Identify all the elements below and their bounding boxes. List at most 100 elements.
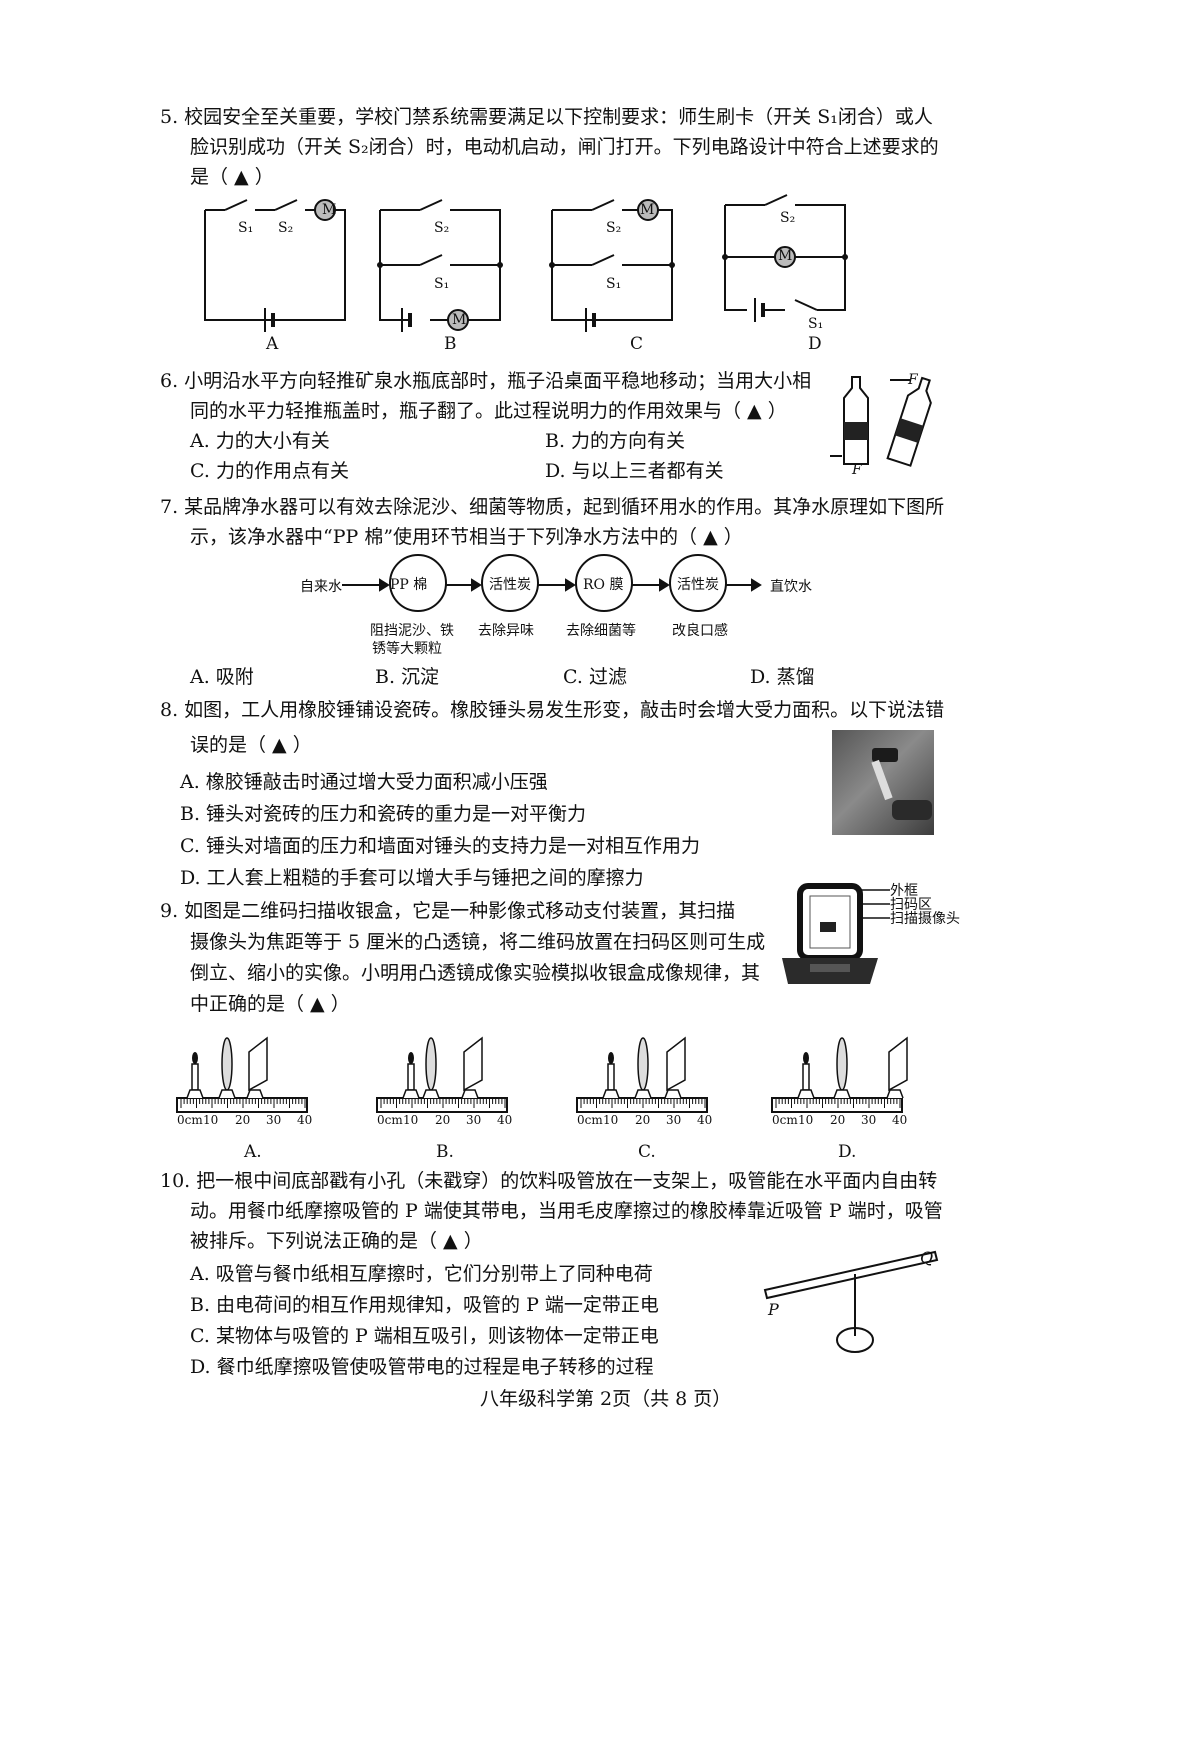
optical-bench-b: [376, 1036, 508, 1113]
bench-c-label: C.: [638, 1142, 656, 1162]
optical-bench-c: [576, 1036, 708, 1113]
q6-line2: 同的水平力轻推瓶盖时，瓶子翻了。此过程说明力的作用效果与（ ▲ ）: [190, 400, 787, 422]
ruler-b-10: 10: [403, 1113, 419, 1127]
purifier-note-4: 改良口感: [672, 623, 728, 639]
force-label-bottom: F: [852, 462, 862, 478]
q7-option-b: B. 沉淀: [375, 666, 440, 688]
purifier-input: 自来水: [300, 579, 342, 595]
q7-option-a: A. 吸附: [190, 666, 254, 688]
ruler-d-0: 0cm: [772, 1113, 798, 1127]
q8-option-a: A. 橡胶锤敲击时通过增大受力面积减小压强: [180, 771, 548, 793]
q10-option-a: A. 吸管与餐巾纸相互摩擦时，它们分别带上了同种电荷: [190, 1263, 653, 1285]
purifier-output: 直饮水: [770, 579, 812, 595]
bench-a-label: A.: [244, 1142, 262, 1162]
page-footer: 八年级科学第 2页（共 8 页）: [480, 1388, 732, 1410]
circuit-d: [722, 194, 848, 322]
q9-line2: 摄像头为焦距等于 5 厘米的凸透镜，将二维码放置在扫码区则可生成: [190, 931, 766, 953]
circuit-a-s1: S₁: [238, 220, 254, 236]
straw-end-p: P: [768, 1300, 779, 1319]
ruler-a-30: 30: [266, 1113, 282, 1127]
ruler-a-10: 10: [203, 1113, 219, 1127]
q8-line2: 误的是（ ▲ ）: [190, 734, 312, 756]
straw-end-q: Q: [920, 1248, 934, 1267]
circuit-b-s2: S₂: [434, 220, 450, 236]
qr-callout-camera: 扫描摄像头: [890, 911, 960, 927]
ruler-c-0: 0cm: [577, 1113, 603, 1127]
q6-option-d: D. 与以上三者都有关: [545, 460, 724, 482]
q6-option-a: A. 力的大小有关: [190, 430, 330, 452]
circuit-d-s1: S₁: [808, 316, 824, 332]
q10-option-b: B. 由电荷间的相互作用规律知，吸管的 P 端一定带正电: [190, 1294, 659, 1316]
purifier-note-3: 去除细菌等: [566, 623, 636, 639]
purifier-stage-3: RO 膜: [583, 577, 624, 593]
ruler-a-0: 0cm: [177, 1113, 203, 1127]
q10-option-d: D. 餐巾纸摩擦吸管使吸管带电的过程是电子转移的过程: [190, 1356, 654, 1378]
circuit-b-label: B: [444, 334, 457, 354]
qr-callout-lines: [860, 889, 890, 919]
bench-d-label: D.: [838, 1142, 857, 1162]
circuit-c-motor: M: [640, 202, 655, 218]
q6-option-b: B. 力的方向有关: [545, 430, 686, 452]
ruler-b-30: 30: [466, 1113, 482, 1127]
ruler-c-10: 10: [603, 1113, 619, 1127]
q6-option-c: C. 力的作用点有关: [190, 460, 349, 482]
q7-option-c: C. 过滤: [563, 666, 627, 688]
ruler-a-40: 40: [297, 1113, 313, 1127]
q5-line2: 脸识别成功（开关 S₂闭合）时，电动机启动，闸门打开。下列电路设计中符合上述要求…: [190, 136, 939, 158]
q10-line2: 动。用餐巾纸摩擦吸管的 P 端使其带电，当用毛皮摩擦过的橡胶棒靠近吸管 P 端时…: [190, 1200, 943, 1222]
q5-line1: 5. 校园安全至关重要，学校门禁系统需要满足以下控制要求：师生刷卡（开关 S₁闭…: [160, 106, 933, 128]
optical-bench-d: [771, 1036, 908, 1113]
q8-option-b: B. 锤头对瓷砖的压力和瓷砖的重力是一对平衡力: [180, 803, 587, 825]
ruler-b-20: 20: [435, 1113, 451, 1127]
circuit-c-s1: S₁: [606, 276, 622, 292]
circuit-c: [549, 199, 675, 332]
circuit-c-label: C: [630, 334, 644, 354]
q7-line1: 7. 某品牌净水器可以有效去除泥沙、细菌等物质，起到循环用水的作用。其净水原理如…: [160, 496, 945, 518]
q6-line1: 6. 小明沿水平方向轻推矿泉水瓶底部时，瓶子沿桌面平稳地移动；当用大小相: [160, 370, 812, 392]
q9-line4: 中正确的是（ ▲ ）: [190, 993, 350, 1015]
circuit-d-label: D: [808, 334, 822, 354]
ruler-a-20: 20: [235, 1113, 251, 1127]
ruler-d-10: 10: [798, 1113, 814, 1127]
qr-callout-frame: 外框: [890, 883, 918, 899]
circuit-a-motor: M: [322, 202, 337, 218]
water-purifier-diagram: [342, 554, 762, 612]
q7-line2: 示，该净水器中“PP 棉”使用环节相当于下列净水方法中的（ ▲ ）: [190, 526, 743, 548]
ruler-b-0: 0cm: [377, 1113, 403, 1127]
circuit-d-s2: S₂: [780, 210, 796, 226]
q10-line1: 10. 把一根中间底部戳有小孔（未戳穿）的饮料吸管放在一支架上，吸管能在水平面内…: [160, 1170, 938, 1192]
q8-line1: 8. 如图，工人用橡胶锤铺设瓷砖。橡胶锤头易发生形变，敲击时会增大受力面积。以下…: [160, 699, 945, 721]
ruler-d-20: 20: [830, 1113, 846, 1127]
purifier-note-1b: 锈等大颗粒: [372, 641, 442, 657]
rubber-hammer-photo: [832, 730, 934, 835]
bench-b-label: B.: [436, 1142, 454, 1162]
circuit-d-motor: M: [778, 248, 793, 264]
ruler-c-30: 30: [666, 1113, 682, 1127]
ruler-c-20: 20: [635, 1113, 651, 1127]
circuit-a-label: A: [266, 334, 279, 354]
force-label-top: F: [908, 372, 918, 388]
q10-option-c: C. 某物体与吸管的 P 端相互吸引，则该物体一定带正电: [190, 1325, 659, 1347]
circuit-b-s1: S₁: [434, 276, 450, 292]
purifier-note-1a: 阻挡泥沙、铁: [370, 623, 454, 639]
ruler-c-40: 40: [697, 1113, 713, 1127]
purifier-stage-4: 活性炭: [677, 577, 719, 593]
optical-bench-a: [176, 1036, 308, 1113]
purifier-stage-2: 活性炭: [489, 577, 531, 593]
purifier-note-2: 去除异味: [478, 623, 534, 639]
q9-line1: 9. 如图是二维码扫描收银盒，它是一种影像式移动支付装置，其扫描: [160, 900, 736, 922]
ruler-b-40: 40: [497, 1113, 513, 1127]
straw-on-stand: [763, 1250, 939, 1353]
circuit-a-s2: S₂: [278, 220, 294, 236]
purifier-stage-1: PP 棉: [390, 577, 428, 593]
q8-option-c: C. 锤头对墙面的压力和墙面对锤头的支持力是一对相互作用力: [180, 835, 700, 857]
ruler-d-40: 40: [892, 1113, 908, 1127]
circuit-b-motor: M: [452, 312, 467, 328]
q9-line3: 倒立、缩小的实像。小明用凸透镜成像实验模拟收银盒成像规律，其: [190, 962, 761, 984]
q7-option-d: D. 蒸馏: [750, 666, 815, 688]
q5-line3: 是（ ▲ ）: [190, 166, 274, 188]
circuit-a: [204, 199, 346, 332]
q8-option-d: D. 工人套上粗糙的手套可以增大手与锤把之间的摩擦力: [180, 867, 644, 889]
q10-line3: 被排斥。下列说法正确的是（ ▲ ）: [190, 1230, 483, 1252]
ruler-d-30: 30: [861, 1113, 877, 1127]
